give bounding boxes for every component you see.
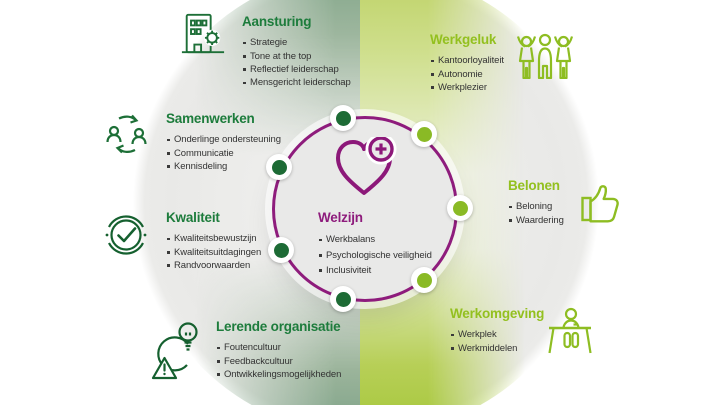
list-item: Foutencultuur [216, 341, 341, 354]
section-list: Kwaliteitsbewustzijn Kwaliteitsuitdaging… [166, 232, 261, 272]
section-list: Werkplek Werkmiddelen [450, 328, 544, 355]
thumbs-up-icon [580, 181, 626, 229]
quality-check-badge-icon [103, 212, 149, 258]
section-list: Strategie Tone at the top Reflectief lei… [242, 36, 351, 90]
list-item: Communicatie [166, 147, 281, 160]
section-list: Kantoorloyaliteit Autonomie Werkplezier [430, 54, 504, 94]
ring-node-lower-left [268, 237, 294, 263]
section-werkomgeving: Werkomgeving Werkplek Werkmiddelen [450, 306, 545, 355]
list-item: Kennisdeling [166, 160, 281, 173]
section-aansturing: Aansturing Strategie Tone at the top Ref… [242, 14, 351, 90]
section-samenwerken: Samenwerken Onderlinge ondersteuning Com… [166, 111, 281, 173]
list-item: Werkplek [450, 328, 544, 341]
list-item: Tone at the top [242, 50, 351, 63]
celebrating-people-icon [515, 33, 575, 79]
lightbulb-warning-icon [150, 318, 202, 382]
building-gear-icon [180, 11, 226, 57]
section-title: Samenwerken [166, 111, 255, 126]
ring-node-lower-right [411, 267, 437, 293]
section-title: Werkgeluk [430, 32, 497, 47]
ring-node-top [330, 105, 356, 131]
section-title: Werkomgeving [450, 306, 545, 321]
list-item: Psychologische veiligheid [318, 248, 432, 263]
list-item: Ontwikkelingsmogelijkheden [216, 368, 341, 381]
list-item: Randvoorwaarden [166, 259, 261, 272]
ring-node-bottom [330, 286, 356, 312]
section-werkgeluk: Werkgeluk Kantoorloyaliteit Autonomie We… [430, 32, 504, 94]
list-item: Werkmiddelen [450, 342, 544, 355]
section-lerende-organisatie: Lerende organisatie Foutencultuur Feedba… [216, 319, 341, 381]
section-title: Kwaliteit [166, 210, 220, 225]
list-item: Inclusiviteit [318, 263, 432, 278]
ring-node-upper-left [266, 154, 292, 180]
list-item: Waardering [508, 214, 564, 227]
center-title: Welzijn [318, 210, 363, 225]
list-item: Beloning [508, 200, 564, 213]
list-item: Werkplezier [430, 81, 504, 94]
section-list: Foutencultuur Feedbackcultuur Ontwikkeli… [216, 341, 341, 381]
list-item: Strategie [242, 36, 351, 49]
list-item: Reflectief leiderschap [242, 63, 351, 76]
list-item: Kantoorloyaliteit [430, 54, 504, 67]
section-title: Lerende organisatie [216, 319, 341, 334]
ring-node-right [447, 195, 473, 221]
center-list: Werkbalans Psychologische veiligheid Inc… [318, 232, 432, 278]
section-title: Belonen [508, 178, 560, 193]
section-belonen: Belonen Beloning Waardering [508, 178, 564, 227]
list-item: Onderlinge ondersteuning [166, 133, 281, 146]
list-item: Feedbackcultuur [216, 355, 341, 368]
list-item: Kwaliteitsbewustzijn [166, 232, 261, 245]
person-at-desk-icon [547, 307, 593, 357]
section-list: Beloning Waardering [508, 200, 564, 227]
section-list: Onderlinge ondersteuning Communicatie Ke… [166, 133, 281, 173]
section-welzijn: Welzijn Werkbalans Psychologische veilig… [318, 210, 432, 278]
list-item: Autonomie [430, 68, 504, 81]
list-item: Kwaliteitsuitdagingen [166, 246, 261, 259]
list-item: Werkbalans [318, 232, 432, 247]
ring-node-upper-right [411, 121, 437, 147]
section-kwaliteit: Kwaliteit Kwaliteitsbewustzijn Kwaliteit… [166, 210, 261, 272]
section-title: Aansturing [242, 14, 312, 29]
list-item: Mensgericht leiderschap [242, 76, 351, 89]
people-sync-icon [104, 110, 150, 154]
heart-plus-icon [331, 137, 397, 201]
